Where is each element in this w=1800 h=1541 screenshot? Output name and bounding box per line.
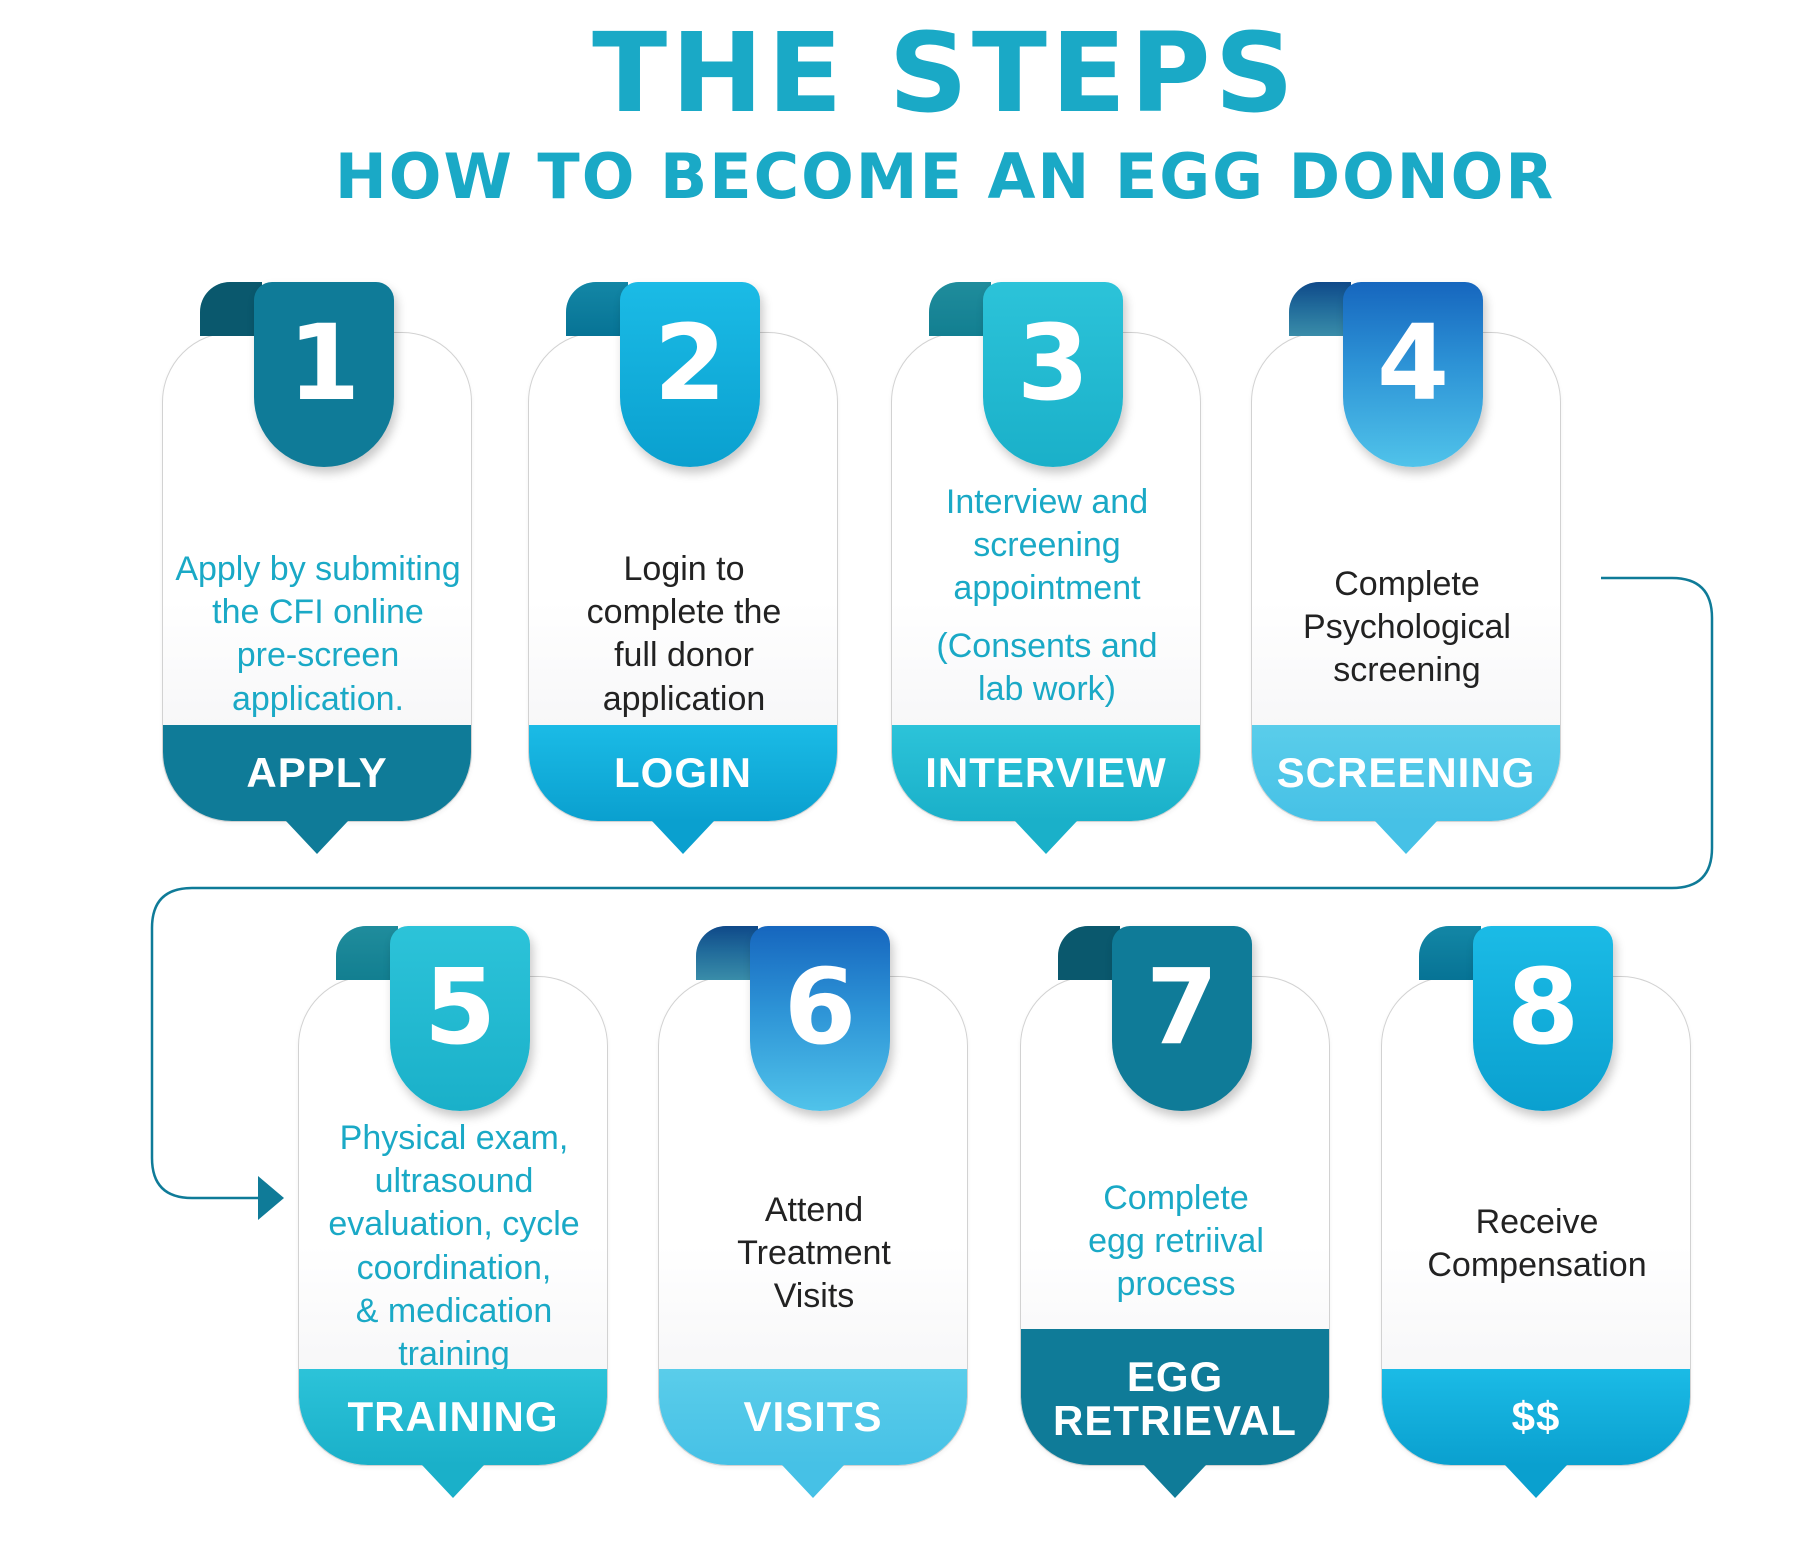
- step-description: Complete egg retriival process: [1088, 1179, 1264, 1304]
- step-number: 7: [1145, 946, 1219, 1068]
- step-card-4: Complete Psychological screening SCREENI…: [1251, 282, 1561, 882]
- step-number: 5: [423, 946, 497, 1068]
- step-description: Attend Treatment Visits: [737, 1191, 891, 1316]
- step-number: 3: [1016, 302, 1090, 424]
- pointer-icon: [1505, 1465, 1567, 1498]
- step-label: $$: [1382, 1369, 1690, 1465]
- ribbon-fold: [1058, 926, 1120, 980]
- step-number-ribbon: [983, 282, 1123, 467]
- step-number-ribbon: [254, 282, 394, 467]
- step-description: Login to complete the full donor applica…: [586, 550, 782, 718]
- step-label: EGG RETRIEVAL: [1021, 1329, 1329, 1465]
- page-title: THE STEPS: [592, 9, 1298, 137]
- step-number-ribbon: [390, 926, 530, 1111]
- step-number-ribbon: [1112, 926, 1252, 1111]
- step-number: 6: [783, 946, 857, 1068]
- step-description: Physical exam, ultrasound evaluation, cy…: [328, 1119, 580, 1373]
- step-description: Complete Psychological screening: [1303, 565, 1511, 690]
- step-number-ribbon: [620, 282, 760, 467]
- step-number: 4: [1376, 302, 1450, 424]
- step-number: 1: [287, 302, 361, 424]
- step-card-1: Apply by submiting the CFI online pre-sc…: [162, 282, 472, 882]
- step-number: 8: [1506, 946, 1580, 1068]
- step-description: Apply by submiting the CFI online pre-sc…: [175, 550, 461, 718]
- pointer-icon: [286, 821, 348, 854]
- step-number: 2: [653, 302, 727, 424]
- step-card-8: Receive Compensation $$ 8: [1381, 926, 1691, 1526]
- step-card-5: Physical exam, ultrasound evaluation, cy…: [298, 926, 608, 1526]
- ribbon-fold: [929, 282, 991, 336]
- pointer-icon: [652, 821, 714, 854]
- pointer-icon: [422, 1465, 484, 1498]
- step-description: Interview and screening appointment (Con…: [936, 483, 1158, 708]
- step-number-ribbon: [1343, 282, 1483, 467]
- ribbon-fold: [200, 282, 262, 336]
- pointer-icon: [1015, 821, 1077, 854]
- step-label: TRAINING: [299, 1369, 607, 1465]
- pointer-icon: [1144, 1465, 1206, 1498]
- step-label: INTERVIEW: [892, 725, 1200, 821]
- step-card-2: Login to complete the full donor applica…: [528, 282, 838, 882]
- ribbon-fold: [1289, 282, 1351, 336]
- ribbon-fold: [566, 282, 628, 336]
- step-label: VISITS: [659, 1369, 967, 1465]
- step-number-ribbon: [750, 926, 890, 1111]
- ribbon-fold: [1419, 926, 1481, 980]
- connector-arrowhead-icon: [258, 1176, 284, 1220]
- step-card-7: Complete egg retriival process EGG RETRI…: [1020, 926, 1330, 1526]
- step-card-6: Attend Treatment Visits VISITS 6: [658, 926, 968, 1526]
- step-label: LOGIN: [529, 725, 837, 821]
- page-subtitle: HOW TO BECOME AN EGG DONOR: [334, 140, 1556, 213]
- pointer-icon: [1375, 821, 1437, 854]
- step-description: Receive Compensation: [1427, 1203, 1647, 1285]
- ribbon-fold: [336, 926, 398, 980]
- step-label: APPLY: [163, 725, 471, 821]
- step-label: SCREENING: [1252, 725, 1560, 821]
- step-card-3: Interview and screening appointment (Con…: [891, 282, 1201, 882]
- ribbon-fold: [696, 926, 758, 980]
- pointer-icon: [782, 1465, 844, 1498]
- step-number-ribbon: [1473, 926, 1613, 1111]
